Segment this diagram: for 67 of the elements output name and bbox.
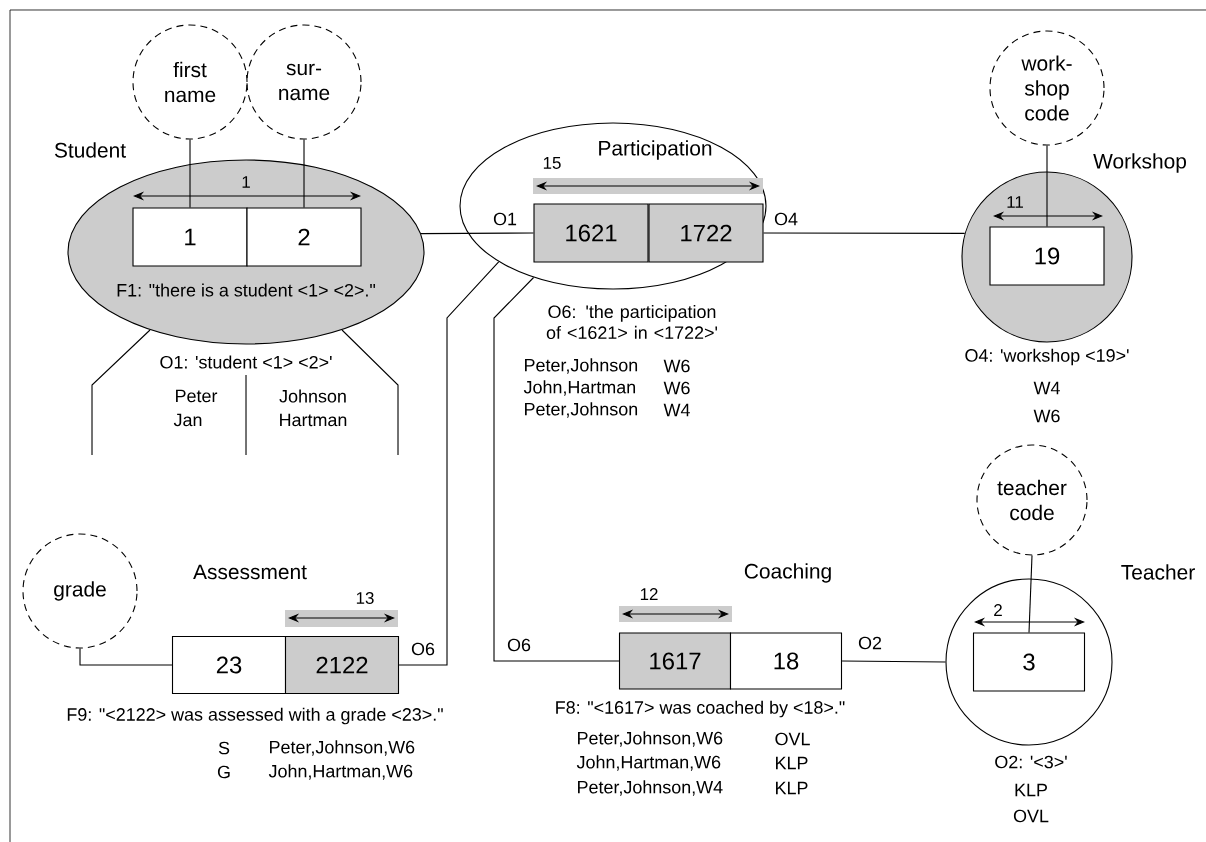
population-value: John,Hartman,W6 (268, 764, 413, 780)
uniqueness-number: 15 (543, 157, 561, 169)
entity-name: Workshop (1093, 153, 1186, 173)
edge-label: O2 (857, 635, 883, 651)
uniqueness-number: 1 (242, 176, 250, 188)
population-value: S (218, 741, 230, 755)
fact-type-name: Coaching (744, 563, 831, 583)
edge-label: O6 (506, 637, 532, 653)
population-value: G (217, 765, 230, 779)
connector-line (1046, 145, 1048, 227)
population-value: W6 (663, 359, 690, 373)
connector-line (493, 276, 620, 662)
entity-name: Participation (599, 140, 712, 160)
role-box: 19 (989, 226, 1105, 286)
role-box: 2 (246, 207, 362, 267)
connector-line (841, 660, 946, 663)
population-value: W6 (663, 381, 690, 395)
connector-line (79, 648, 173, 666)
population-value: Peter,Johnson,W4 (578, 780, 723, 796)
role-box: 18 (729, 632, 843, 690)
object-statement: O1: 'student <1> <2>' (160, 355, 332, 369)
fact-type-name: Assessment (193, 564, 307, 580)
population-value: OVL (775, 732, 810, 746)
entity-name: Teacher (1121, 564, 1195, 580)
population-value: Peter,Johnson,W6 (578, 731, 723, 747)
edge-label: O4 (773, 211, 799, 227)
population-value: Peter,Johnson (525, 402, 638, 418)
connector-line (763, 232, 966, 234)
population-value: John,Hartman,W6 (576, 755, 721, 771)
object-statement: O2: '<3>' (995, 755, 1067, 769)
connector-line (398, 261, 500, 666)
role-box: 1722 (648, 203, 764, 263)
fact-statement: F1: "there is a student <1> <2>." (117, 283, 376, 297)
role-box: 1617 (618, 632, 732, 690)
population-value: John,Hartman (523, 380, 635, 396)
fact-statement: F8: "<1617> was coached by <18>." (556, 700, 845, 718)
population-value: Peter,Johnson (525, 358, 638, 374)
connector-line (303, 139, 305, 208)
role-box: 1 (132, 207, 248, 267)
population-value: Peter,Johnson,W6 (270, 740, 415, 756)
population-value: Jan (173, 413, 202, 427)
role-box: 1621 (533, 203, 649, 263)
population-value: KLP (776, 756, 808, 770)
fact-statement: F9: "<2122> was assessed with a grade <23>." (67, 707, 443, 725)
population-value: Hartman (280, 413, 347, 427)
role-box: 23 (171, 635, 287, 695)
population-value: KLP (1015, 783, 1047, 797)
population-value: W4 (663, 403, 690, 417)
uniqueness-number: 2 (994, 604, 1002, 616)
entity-name: Student (54, 142, 126, 158)
connector-line (189, 139, 191, 208)
object-statement: O4: 'workshop <19>' (965, 348, 1129, 366)
population-value: KLP (776, 781, 808, 795)
population-value: OVL (1013, 809, 1049, 823)
connector-line (1028, 555, 1033, 633)
uniqueness-number: 12 (640, 588, 658, 600)
population-value: Johnson (279, 389, 346, 403)
role-box: 2122 (284, 635, 400, 695)
uniqueness-number: 11 (1007, 196, 1023, 208)
uniqueness-number: 13 (356, 592, 374, 604)
object-statement: O6: 'the participation of <1621> in <1722>' (546, 304, 718, 340)
population-value: Peter (176, 389, 218, 403)
population-value: W6 (1033, 409, 1060, 423)
population-value: W4 (1033, 381, 1060, 395)
role-box: 3 (972, 632, 1086, 692)
edge-label: O6 (410, 641, 436, 657)
connector-line (420, 232, 534, 235)
